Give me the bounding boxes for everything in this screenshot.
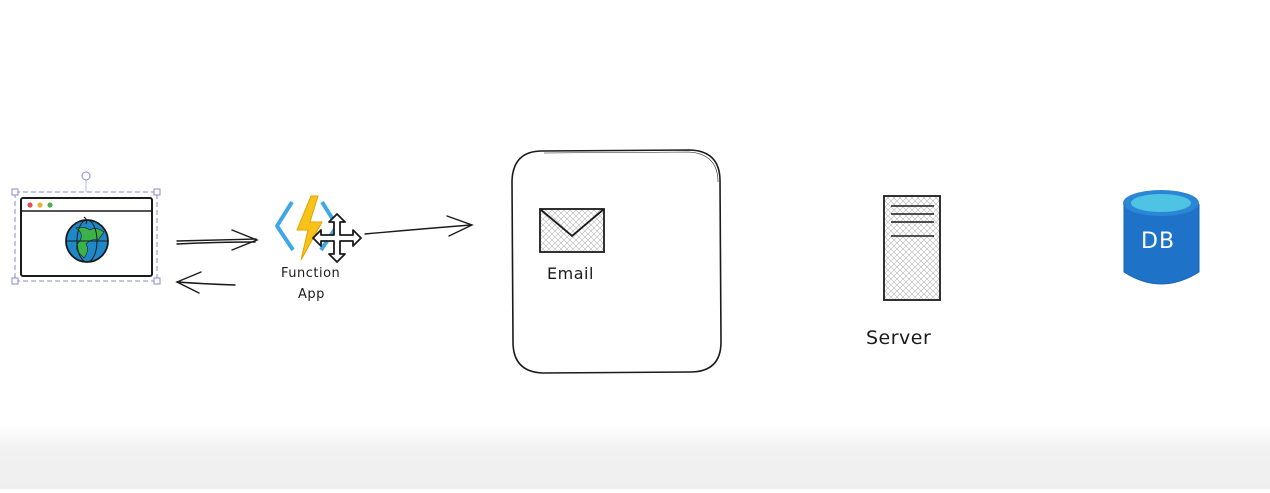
- azure-function-icon: [275, 195, 339, 261]
- arrow-browser-to-function[interactable]: [176, 229, 259, 251]
- database-cylinder-icon[interactable]: [1123, 190, 1200, 285]
- move-cursor-icon: [312, 213, 362, 263]
- arrow-function-to-browser[interactable]: [175, 271, 236, 294]
- function-app-label-line1: Function: [281, 266, 341, 281]
- email-label: Email: [547, 264, 594, 283]
- arrow-function-to-email[interactable]: [364, 215, 474, 237]
- function-app-node[interactable]: [275, 195, 362, 263]
- email-container[interactable]: [511, 149, 722, 374]
- browser-globe-icon: [20, 197, 153, 277]
- bottom-fade: [0, 425, 1270, 489]
- function-app-label-line2: App: [298, 287, 325, 302]
- web-browser-node[interactable]: [11, 171, 161, 285]
- server-label: Server: [866, 327, 932, 349]
- selection-box: [11, 171, 161, 285]
- envelope-icon: [539, 208, 605, 253]
- database-label: DB: [1141, 229, 1176, 254]
- server-tower-icon[interactable]: [883, 195, 941, 301]
